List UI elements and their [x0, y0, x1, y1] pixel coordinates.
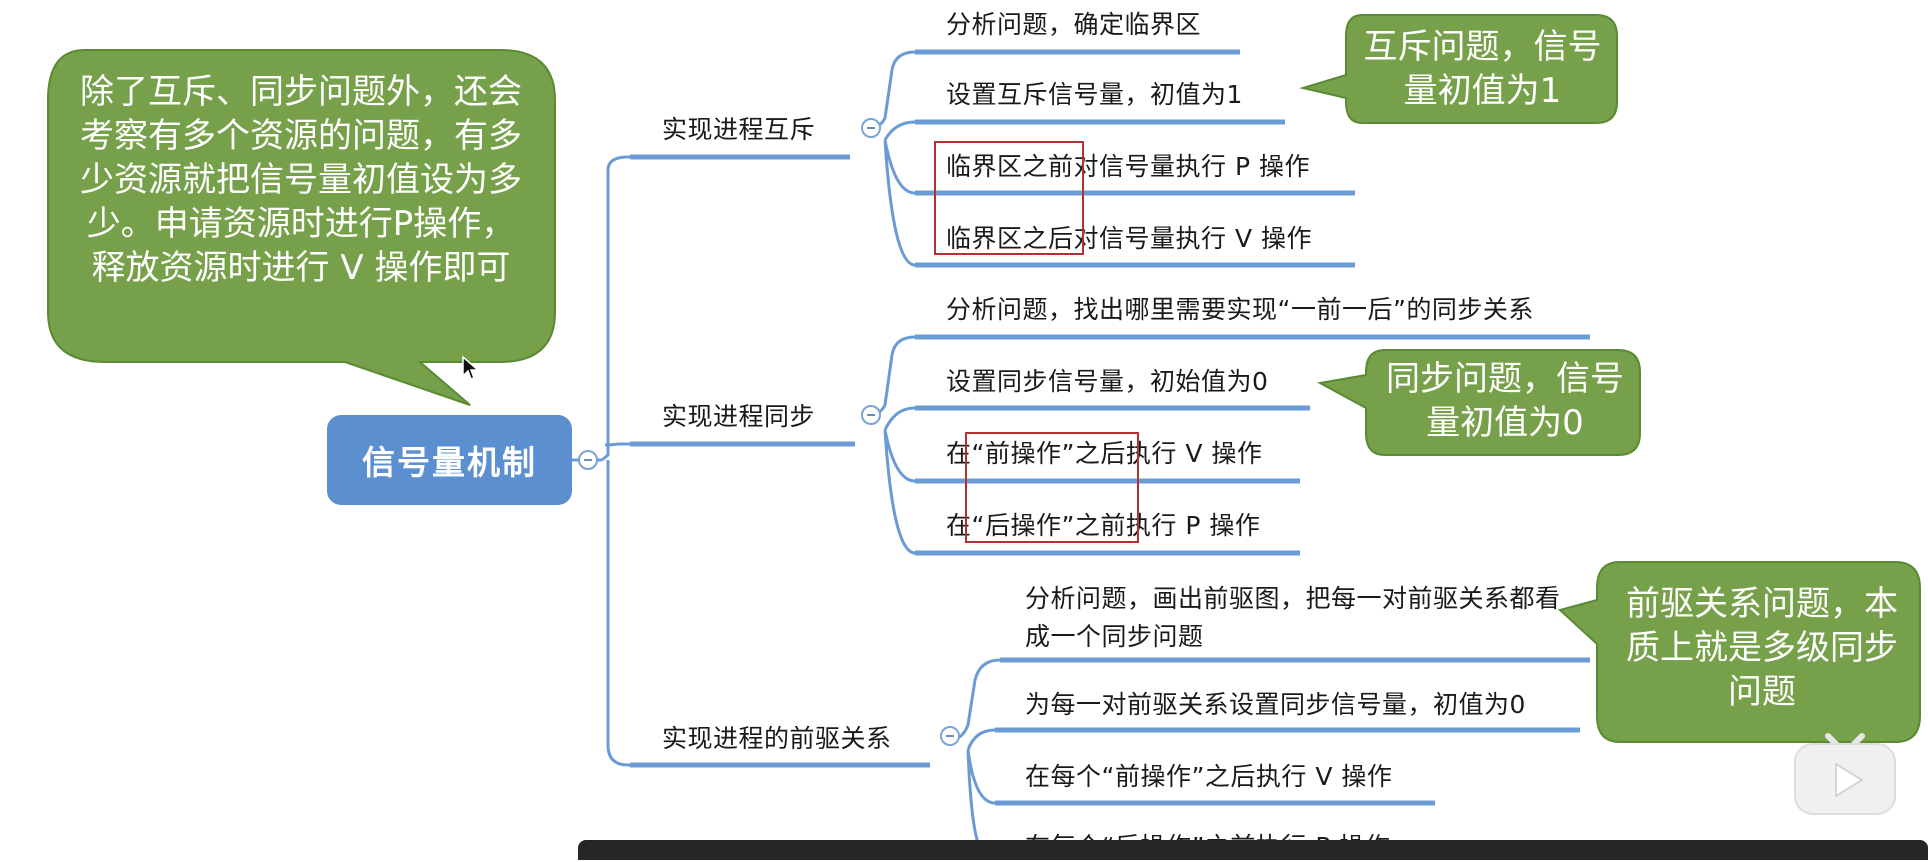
callout-sync-text: 同步问题，信号量初值为0	[1386, 359, 1624, 443]
collapse-toggle-icon[interactable]	[861, 118, 881, 138]
callout-mutex-text: 互斥问题，信号量初值为1	[1363, 27, 1602, 111]
collapse-toggle-icon[interactable]	[861, 405, 881, 425]
video-control-bar[interactable]	[578, 840, 1928, 860]
highlight-box-mutex	[934, 141, 1084, 255]
mutex-item-1[interactable]: 分析问题，确定临界区	[946, 10, 1202, 39]
connector-sync-items	[869, 335, 1590, 555]
callout-main-text: 除了互斥、同步问题外，还会考察有多个资源的问题，有多少资源就把信号量初值设为多少…	[80, 72, 522, 288]
collapse-toggle-icon[interactable]	[578, 450, 598, 470]
collapse-toggle-icon[interactable]	[940, 726, 960, 746]
connector-mutex-items	[869, 50, 1355, 267]
callout-main-bubble	[47, 49, 556, 406]
callout-precedence-bubble	[1557, 561, 1921, 743]
callout-mutex-bubble	[1299, 14, 1618, 124]
sync-item-4[interactable]: 在“后操作”之前执行 P 操作	[946, 511, 1261, 540]
sync-item-3[interactable]: 在“前操作”之后执行 V 操作	[946, 439, 1263, 468]
mutex-item-3[interactable]: 临界区之前对信号量执行 P 操作	[946, 152, 1310, 181]
mutex-item-2[interactable]: 设置互斥信号量，初值为1	[946, 80, 1243, 109]
precedence-item-2[interactable]: 为每一对前驱关系设置同步信号量，初值为0	[1025, 690, 1526, 719]
root-label: 信号量机制	[362, 443, 537, 482]
precedence-item-1[interactable]: 分析问题，画出前驱图，把每一对前驱关系都看成一个同步问题	[1025, 584, 1561, 651]
branch-label-sync[interactable]: 实现进程同步	[662, 402, 816, 431]
play-button-icon[interactable]	[1790, 726, 1900, 818]
connector-precedence-items	[949, 658, 1590, 852]
branch-label-mutex[interactable]: 实现进程互斥	[662, 115, 816, 144]
sync-item-2[interactable]: 设置同步信号量，初始值为0	[946, 367, 1269, 396]
connector-trunk	[601, 155, 848, 767]
callout-sync-bubble	[1316, 349, 1641, 456]
precedence-item-3[interactable]: 在每个“前操作”之后执行 V 操作	[1025, 762, 1393, 791]
mutex-item-4[interactable]: 临界区之后对信号量执行 V 操作	[946, 224, 1312, 253]
sync-item-1[interactable]: 分析问题，找出哪里需要实现“一前一后”的同步关系	[946, 295, 1534, 324]
callout-precedence-text: 前驱关系问题，本质上就是多级同步问题	[1626, 584, 1898, 712]
root-node[interactable]: 信号量机制	[327, 415, 572, 505]
branch-label-precedence[interactable]: 实现进程的前驱关系	[662, 724, 892, 753]
highlight-box-sync	[965, 432, 1139, 543]
mouse-cursor-icon	[462, 356, 480, 380]
